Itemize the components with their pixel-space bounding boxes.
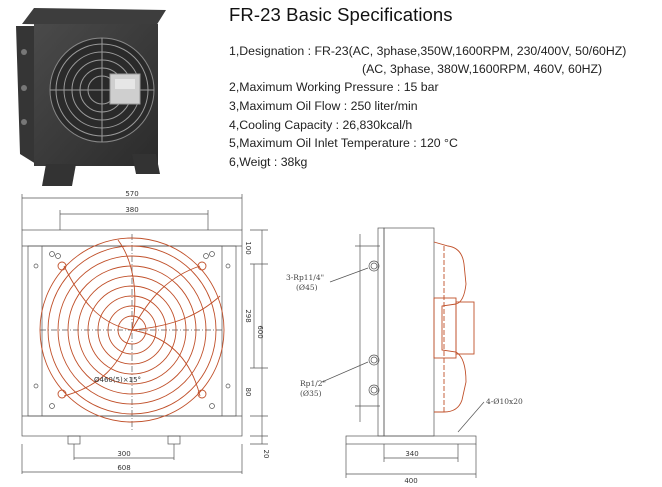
technical-drawing: 570 380 300 608 100 298 600 80 20 340 40… <box>21 190 523 485</box>
dim-front-base-inner: 300 <box>117 450 130 458</box>
spec-pressure: 2,Maximum Working Pressure : 15 bar <box>229 80 439 94</box>
dim-height-top: 100 <box>244 241 252 254</box>
dim-height-mid: 298 <box>244 309 252 322</box>
page-title: FR-23 Basic Specifications <box>229 4 453 25</box>
dim-front-width: 570 <box>125 190 138 198</box>
spec-weight: 6,Weigt : 38kg <box>229 155 308 169</box>
callout-drain-thread: Rp1/2" <box>300 379 326 388</box>
callout-drain-size: (Ø35) <box>300 389 322 398</box>
spec-cooling: 4,Cooling Capacity : 26,830kcal/h <box>229 118 413 132</box>
product-photo <box>16 8 166 186</box>
spec-oil-flow: 3,Maximum Oil Flow : 250 liter/min <box>229 99 418 113</box>
dim-front-inner: 380 <box>125 206 138 214</box>
spec-designation-alt: (AC, 3phase, 380W,1600RPM, 460V, 60HZ) <box>362 62 603 76</box>
dim-front-base-outer: 608 <box>117 464 130 472</box>
dim-side-outer: 400 <box>404 477 417 485</box>
callout-inlet-thread: 3-Rp11/4" <box>286 273 324 282</box>
callout-holes: 4-Ø10x20 <box>486 397 523 406</box>
dim-height-bottom: 80 <box>244 388 252 397</box>
callout-inlet-size: (Ø45) <box>296 283 318 292</box>
dim-height-foot: 20 <box>262 450 270 459</box>
spec-designation: 1,Designation : FR-23(AC, 3phase,350W,16… <box>229 44 627 58</box>
dim-height-total: 600 <box>256 325 264 338</box>
callout-fan-label: Ø460(5)×15° <box>94 376 141 384</box>
spec-inlet-temp: 5,Maximum Oil Inlet Temperature : 120 °C <box>229 136 458 150</box>
dim-side-inner: 340 <box>405 450 418 458</box>
